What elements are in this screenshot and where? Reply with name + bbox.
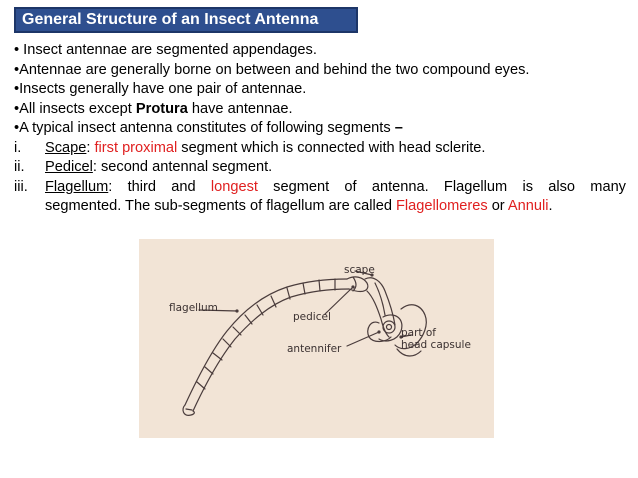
bullet-segmented: • Insect antennae are segmented appendag… bbox=[14, 42, 317, 58]
flagellum-line-1: Flagellum: third and longest segment of … bbox=[45, 178, 626, 198]
segments-text: •A typical insect antenna constitutes of… bbox=[14, 120, 395, 136]
item-body: Flagellum: third and longest segment of … bbox=[45, 178, 626, 217]
flagellum-text-end: . bbox=[548, 198, 553, 214]
item-pedicel: ii. Pedicel: second antennal segment. bbox=[14, 158, 626, 178]
slide-content: • Insect antennae are segmented appendag… bbox=[14, 41, 626, 217]
label-part-of: part of bbox=[401, 327, 436, 339]
antenna-diagram: scape flagellum pedicel antennifer part … bbox=[139, 239, 494, 438]
red-annuli: Annuli bbox=[507, 198, 549, 214]
item-number: i. bbox=[14, 139, 22, 156]
label-pedicel: pedicel bbox=[293, 311, 331, 323]
bullet-protura: •All insects except Protura have antenna… bbox=[14, 100, 626, 120]
item-scape: i. Scape: first proximal segment which i… bbox=[14, 139, 626, 159]
protura-suffix: have antennae. bbox=[187, 100, 293, 117]
item-number: iii. bbox=[14, 178, 28, 195]
bullet-segments: •A typical insect antenna constitutes of… bbox=[14, 119, 626, 139]
flagellum-text-a: : third and bbox=[108, 178, 211, 195]
flagellum-text-b: segment of antenna. Flagellum is also ma… bbox=[257, 178, 626, 195]
item-rest: segment which is connected with head scl… bbox=[177, 139, 486, 156]
antenna-drawing bbox=[182, 270, 427, 416]
term-pedicel: Pedicel bbox=[45, 159, 93, 175]
item-body: Pedicel: second antennal segment. bbox=[45, 158, 626, 178]
bullet-one-pair: •Insects generally have one pair of ante… bbox=[14, 81, 307, 97]
slide-title: General Structure of an Insect Antenna bbox=[14, 7, 358, 33]
item-flagellum: iii. Flagellum: third and longest segmen… bbox=[14, 178, 626, 217]
flagellum-text-c: segmented. The sub-segments of flagellum… bbox=[45, 198, 396, 214]
item-sep: : bbox=[86, 139, 95, 156]
protura-bold: Protura bbox=[135, 100, 188, 117]
term-flagellum: Flagellum bbox=[45, 178, 109, 195]
item-number: ii. bbox=[14, 159, 25, 175]
red-longest: longest bbox=[210, 178, 258, 195]
protura-prefix: •All insects except bbox=[14, 100, 136, 117]
item-body: Scape: first proximal segment which is c… bbox=[45, 139, 626, 159]
label-flagellum: flagellum bbox=[169, 302, 218, 314]
label-scape: scape bbox=[344, 264, 375, 276]
segments-dash: – bbox=[394, 120, 403, 136]
bullet-borne: •Antennae are generally borne on between… bbox=[14, 61, 530, 78]
red-flagellomeres: Flagellomeres bbox=[395, 198, 488, 214]
flagellum-line-2: segmented. The sub-segments of flagellum… bbox=[45, 197, 626, 217]
label-antennifer: antennifer bbox=[287, 343, 342, 355]
term-scape: Scape bbox=[45, 139, 87, 156]
label-head-capsule: head capsule bbox=[401, 339, 471, 351]
flagellum-text-or: or bbox=[487, 198, 508, 214]
red-first-proximal: first proximal bbox=[94, 139, 178, 156]
item-rest: : second antennal segment. bbox=[92, 159, 273, 175]
